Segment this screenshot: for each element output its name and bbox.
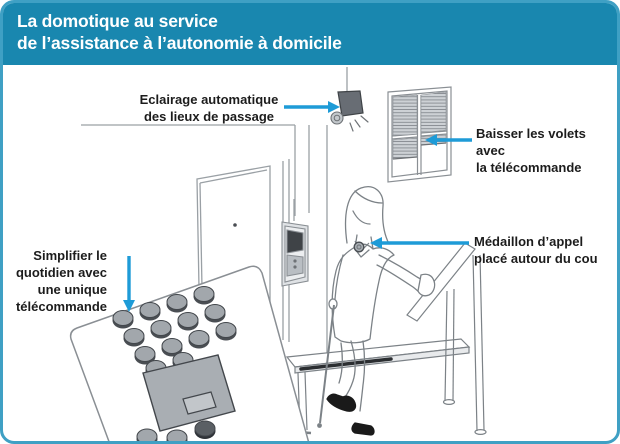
walking-cane-icon (317, 304, 335, 428)
annotation-remote-line4: télécommande (15, 299, 107, 314)
annotation-medallion-line2: placé autour du cou (474, 251, 598, 266)
annotation-medallion: Médaillon d’appel placé autour du cou (474, 233, 614, 267)
annotation-lighting-line2: des lieux de passage (143, 109, 275, 124)
annotation-shutters-line1: Baisser les volets avec (476, 126, 586, 158)
remote-arrow-icon (123, 256, 135, 312)
page-title-line1: La domotique au service (17, 11, 218, 31)
medallion-arrow-icon (370, 237, 469, 249)
right-hand (417, 273, 436, 297)
annotation-lighting-line1: Eclairage automatique (139, 92, 279, 107)
call-medallion-icon (353, 240, 370, 253)
lighting-arrow-icon (284, 101, 340, 113)
bench (285, 338, 471, 435)
remote-buttons (112, 286, 237, 441)
wall-intercom-icon (281, 221, 309, 287)
annotation-shutters: Baisser les volets avec la télécommande (476, 125, 614, 176)
handrail (406, 242, 487, 436)
annotation-remote-line2: quotidien avec (15, 265, 107, 280)
annotation-remote-line3: une unique (37, 282, 107, 297)
peephole-icon (233, 223, 237, 227)
light-rays-icon (349, 115, 369, 132)
annotation-medallion-line1: Médaillon d’appel (474, 234, 584, 249)
remote-body (69, 265, 310, 441)
page-title: La domotique au service de l’assistance … (17, 10, 342, 54)
annotation-lighting: Eclairage automatique des lieux de passa… (135, 91, 283, 125)
shoe-front (326, 393, 357, 412)
scene-illustration (69, 67, 487, 441)
annotation-remote-line1: Simplifier le (33, 248, 107, 263)
remote-screen (142, 354, 236, 432)
header-banner: La domotique au service de l’assistance … (3, 3, 617, 65)
annotation-shutters-line2: la télécommande (476, 160, 582, 175)
shutters-arrow-icon (425, 134, 472, 146)
hair-outline (344, 186, 390, 245)
intercom-screen (286, 229, 304, 254)
wall-lamp-icon (330, 90, 369, 132)
dress (331, 243, 395, 344)
page-title-line2: de l’assistance à l’autonomie à domicile (17, 33, 342, 53)
window-blinds-icon (387, 86, 452, 183)
shoe-back (351, 422, 375, 436)
person-figure (326, 186, 436, 436)
universal-remote-icon (69, 265, 310, 441)
annotation-remote: Simplifier le quotidien avec une unique … (9, 247, 107, 315)
